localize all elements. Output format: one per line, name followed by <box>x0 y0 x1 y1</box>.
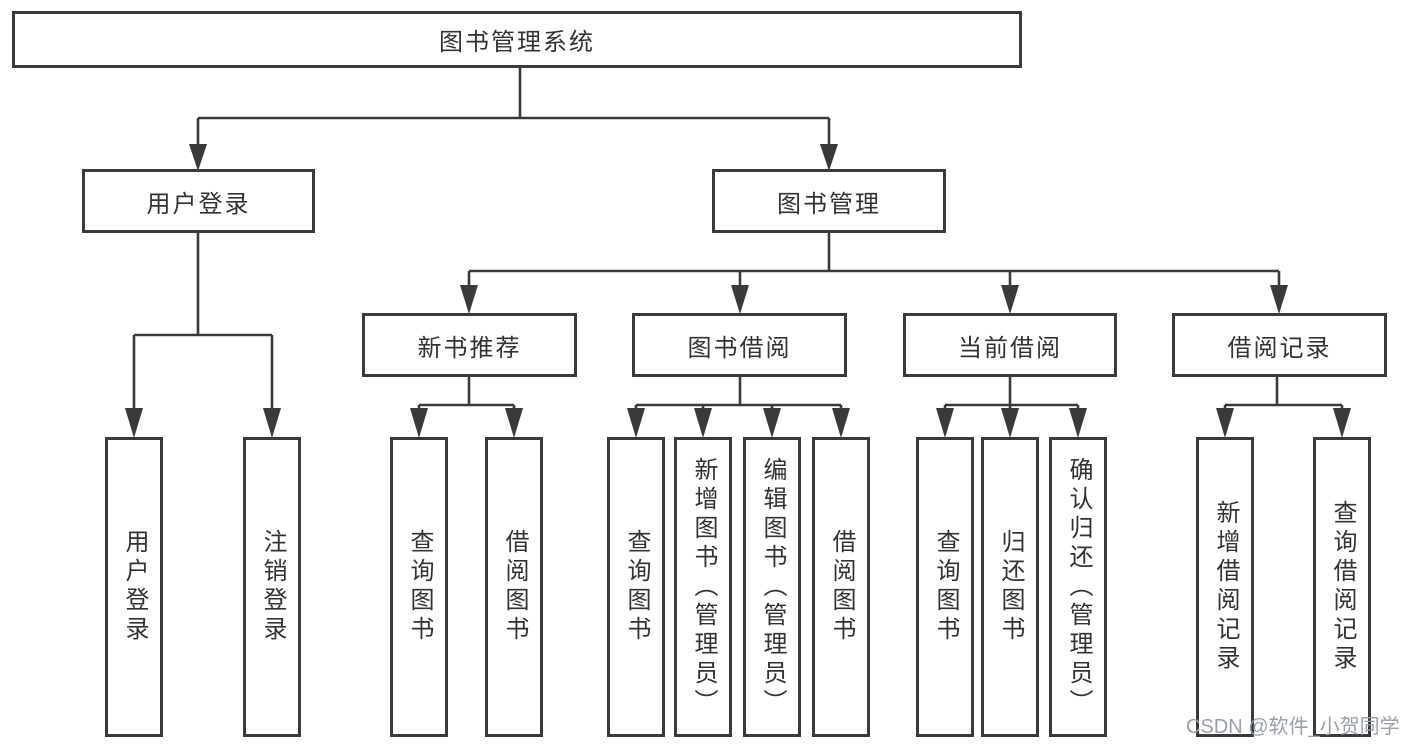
leaf-user-login: 用户登录 <box>105 437 163 737</box>
node-new-book-recommendation-label: 新书推荐 <box>417 334 522 362</box>
node-current-borrowing: 当前借阅 <box>903 313 1117 377</box>
leaf-add-borrow-record: 新增借阅记录 <box>1196 437 1254 737</box>
node-root: 图书管理系统 <box>12 11 1022 68</box>
leaf-query-books-recommend: 查询图书 <box>390 437 448 737</box>
node-book-borrowing-label: 图书借阅 <box>687 334 792 362</box>
watermark: CSDN @软件_小贺同学 <box>1186 716 1400 738</box>
leaf-borrow-books: 借阅图书 <box>812 437 870 737</box>
node-new-book-recommendation: 新书推荐 <box>362 313 577 377</box>
node-current-borrowing-label: 当前借阅 <box>958 334 1062 362</box>
leaf-logout: 注销登录 <box>243 437 301 737</box>
node-book-management-label: 图书管理 <box>777 190 881 218</box>
node-user-login-label: 用户登录 <box>146 190 251 218</box>
leaf-return-books: 归还图书 <box>981 437 1039 737</box>
leaf-query-books-borrowing: 查询图书 <box>607 437 665 737</box>
leaf-confirm-return-admin: 确认归还（管理员） <box>1049 437 1107 737</box>
leaf-query-borrow-record: 查询借阅记录 <box>1313 437 1371 737</box>
leaf-add-books-admin: 新增图书（管理员） <box>674 437 732 737</box>
node-borrowing-records: 借阅记录 <box>1172 313 1387 377</box>
node-user-login: 用户登录 <box>82 169 315 233</box>
node-root-label: 图书管理系统 <box>439 29 595 56</box>
leaf-query-books-current: 查询图书 <box>916 437 974 737</box>
node-borrowing-records-label: 借阅记录 <box>1227 334 1332 362</box>
leaf-borrow-books-recommend: 借阅图书 <box>485 437 543 737</box>
node-book-management: 图书管理 <box>712 169 946 233</box>
leaf-edit-books-admin: 编辑图书（管理员） <box>743 437 801 737</box>
node-book-borrowing: 图书借阅 <box>632 313 847 377</box>
